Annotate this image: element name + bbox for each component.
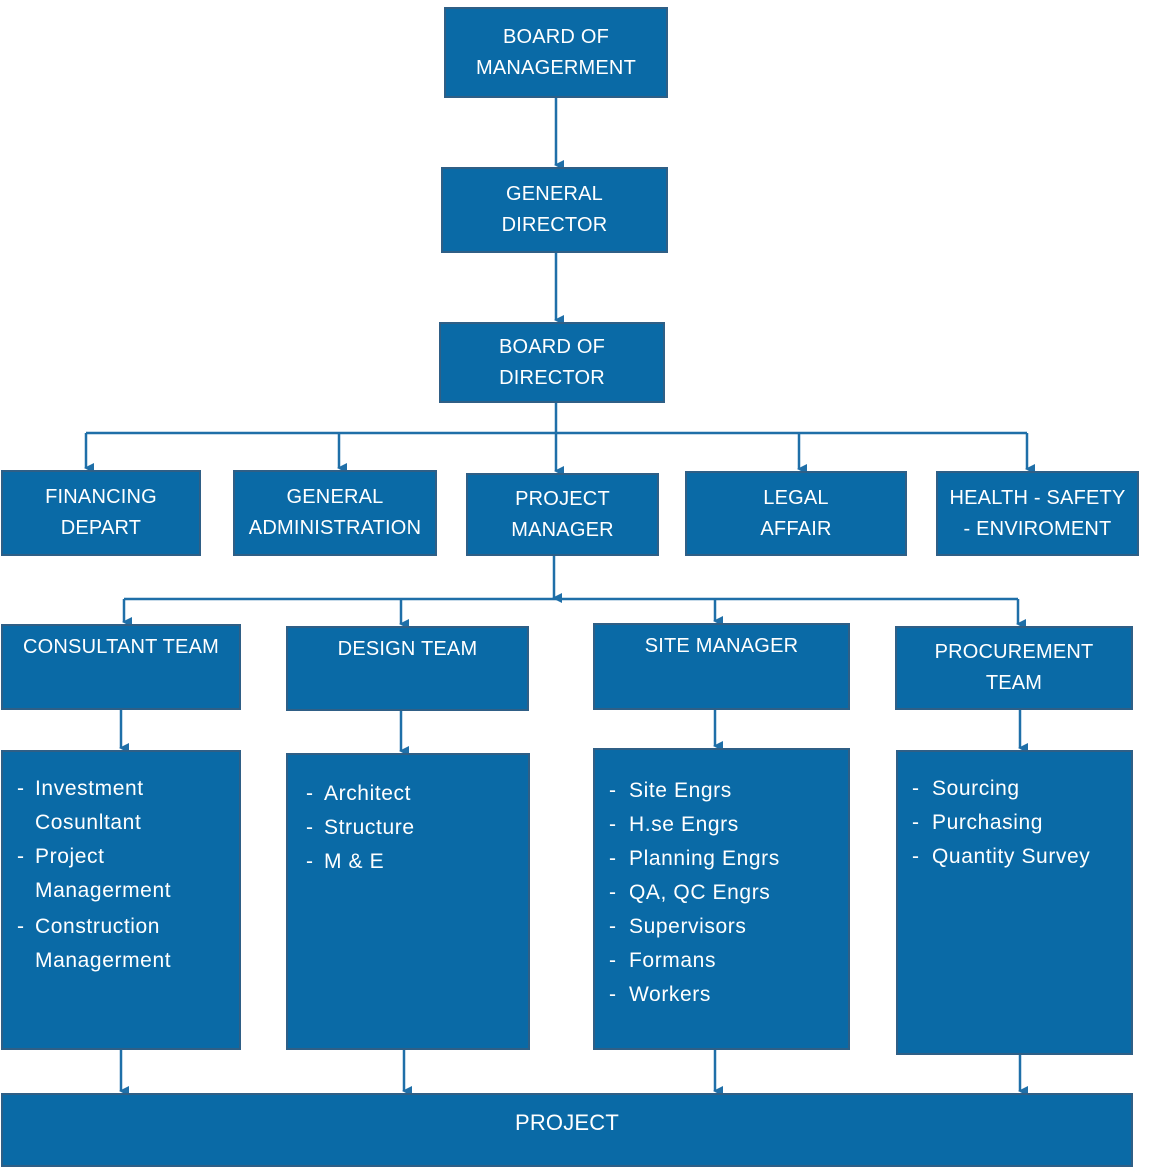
node-label-line: PROJECT (514, 1110, 620, 1135)
list-item: QA, QC Engrs (609, 876, 838, 910)
node-general-administration: GENERAL ADMINISTRATION (233, 470, 437, 556)
node-label-line: DIRECTOR (499, 366, 605, 389)
list-item-text: Construction (35, 915, 161, 938)
node-project-manager: PROJECT MANAGER (466, 473, 659, 556)
node-label-line: FINANCING (45, 486, 157, 508)
node-label-line: ADMINISTRATION (248, 517, 422, 539)
node-financing-depart: FINANCING DEPART (1, 470, 201, 556)
list-item: H.se Engrs (609, 808, 838, 842)
node-design-team: DESIGN TEAM (286, 626, 529, 711)
node-label-line: BOARD OF (498, 335, 606, 358)
node-legal-affair: LEGAL AFFAIR (685, 471, 907, 556)
node-label-line: GENERAL (506, 183, 603, 205)
list-procurement-team: Sourcing Purchasing Quantity Survey (896, 750, 1133, 1055)
list-item: M & E (306, 845, 518, 879)
list-item: Formans (609, 944, 838, 978)
list-item-text: Investment (35, 777, 144, 800)
node-project: PROJECT (1, 1093, 1133, 1167)
list-item: Quantity Survey (912, 840, 1121, 874)
node-label-line: SITE MANAGER (644, 635, 799, 657)
node-label-line: HEALTH - SAFETY (949, 486, 1126, 509)
list-item: Supervisors (609, 910, 838, 944)
node-health-safety-environment: HEALTH - SAFETY - ENVIROMENT (936, 471, 1139, 556)
node-label-line: DESIGN TEAM (337, 638, 478, 660)
list-item: Architect (306, 777, 518, 811)
list-site-manager: Site Engrs H.se Engrs Planning Engrs QA,… (593, 748, 850, 1050)
list-item-text: Project (35, 845, 105, 868)
node-label-line: - ENVIROMENT (963, 517, 1112, 540)
node-label-line: MANAGER (511, 518, 614, 541)
list-item: Structure (306, 811, 518, 845)
node-label-line: PROJECT (515, 487, 610, 510)
list-item: Purchasing (912, 806, 1121, 840)
node-site-manager: SITE MANAGER (593, 623, 850, 710)
list-item-text: Managerment (35, 879, 172, 902)
list-item: Workers (609, 978, 838, 1012)
node-label-line: AFFAIR (760, 517, 832, 540)
node-general-director: GENERAL DIRECTOR (441, 167, 668, 253)
node-label-line: DEPART (60, 517, 142, 539)
list-item: Site Engrs (609, 774, 838, 808)
list-item-text: Cosunltant (35, 811, 142, 834)
list-item-text: Managerment (35, 949, 172, 972)
node-label-line: PROCUREMENT (934, 641, 1094, 663)
node-label-line: TEAM (985, 672, 1043, 694)
node-label-line: BOARD OF (502, 25, 610, 48)
node-label-line: LEGAL (763, 486, 829, 509)
node-consultant-team: CONSULTANT TEAM (1, 624, 241, 710)
list-design-team: Architect Structure M & E (286, 753, 530, 1050)
list-item: Sourcing (912, 772, 1121, 806)
node-board-of-management: BOARD OF MANAGERMENT (444, 7, 668, 98)
node-label-line: GENERAL (286, 486, 384, 508)
node-label-line: DIRECTOR (501, 214, 608, 236)
node-procurement-team: PROCUREMENT TEAM (895, 626, 1133, 710)
node-label-line: MANAGERMENT (476, 56, 636, 79)
node-board-of-director: BOARD OF DIRECTOR (439, 322, 665, 403)
node-label-line: CONSULTANT TEAM (23, 636, 219, 658)
list-item: Planning Engrs (609, 842, 838, 876)
